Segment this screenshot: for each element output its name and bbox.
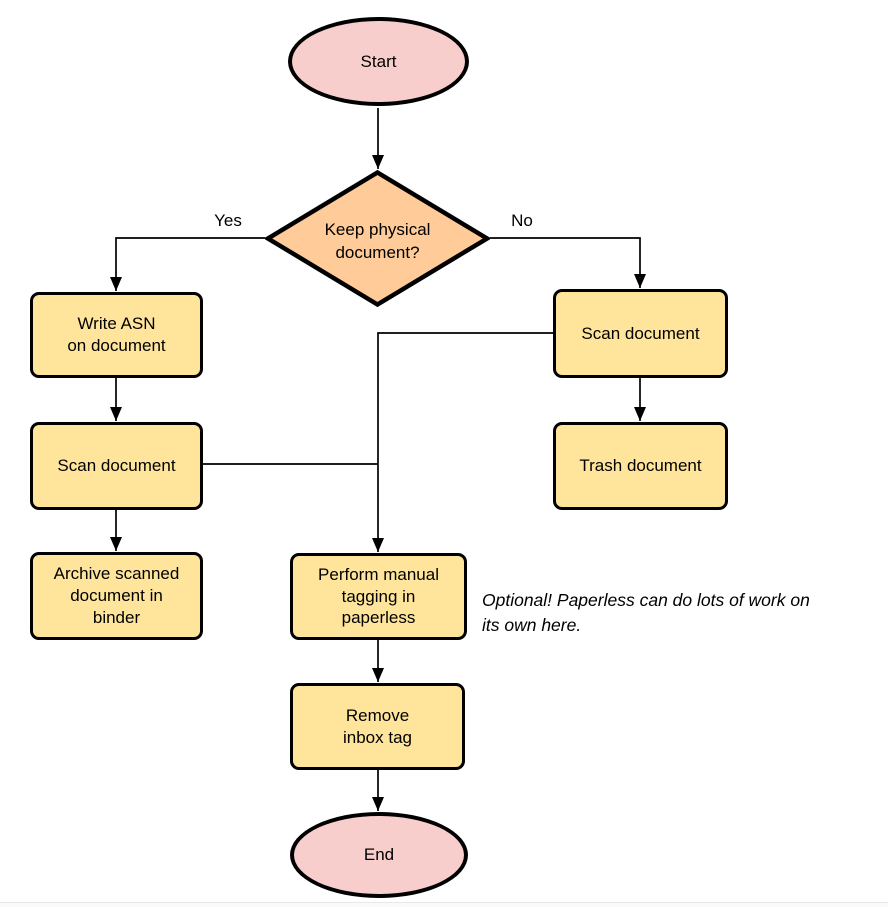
node-remove-inbox-tag-label: Remove inbox tag	[343, 705, 412, 747]
node-decision: Keep physical document?	[265, 170, 490, 307]
node-write-asn: Write ASN on document	[30, 292, 203, 378]
node-archive-binder: Archive scanned document in binder	[30, 552, 203, 640]
edge-label-no: No	[511, 211, 533, 230]
node-decision-label: Keep physical document?	[324, 220, 431, 262]
node-start-label: Start	[360, 51, 397, 71]
decision-diamond-shape	[265, 170, 490, 307]
node-write-asn-label: Write ASN on document	[67, 314, 166, 355]
node-scan-document-right-label: Scan document	[581, 323, 700, 343]
node-scan-document-right: Scan document	[553, 289, 728, 378]
optional-note: Optional! Paperless can do lots of work …	[482, 590, 810, 635]
node-trash-document: Trash document	[553, 422, 728, 510]
node-scan-document-left-label: Scan document	[57, 456, 176, 476]
node-trash-document-label: Trash document	[579, 456, 702, 476]
edge-decision-yes	[110, 237, 265, 291]
node-manual-tagging: Perform manual tagging in paperless	[290, 553, 467, 640]
node-manual-tagging-label: Perform manual tagging in paperless	[318, 564, 439, 628]
node-end-label: End	[363, 845, 395, 865]
node-scan-document-left: Scan document	[30, 422, 203, 510]
bottom-page-edge	[0, 902, 888, 907]
node-end: End	[290, 812, 468, 898]
node-archive-binder-label: Archive scanned document in binder	[53, 564, 180, 627]
edge-decision-no	[490, 237, 646, 288]
edge-scanright-to-tagging	[372, 332, 553, 552]
node-start: Start	[288, 17, 469, 106]
edge-label-yes: Yes	[214, 211, 242, 230]
node-remove-inbox-tag: Remove inbox tag	[290, 683, 465, 770]
